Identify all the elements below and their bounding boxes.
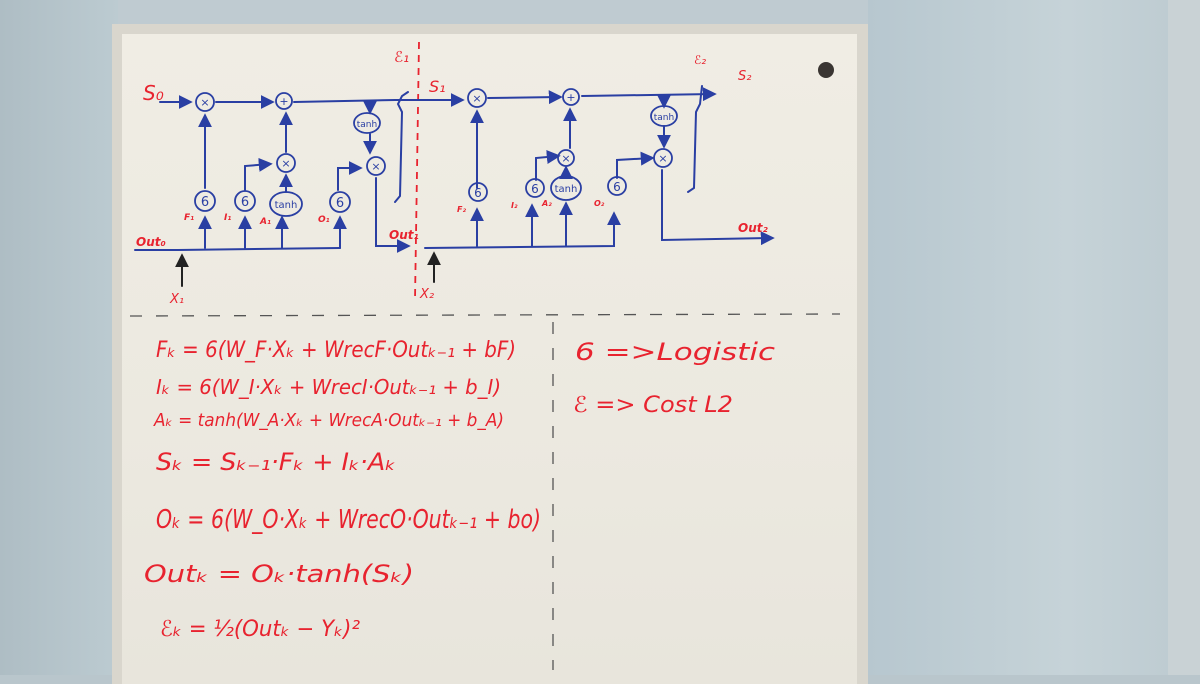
error-label-2: ℰ₂: [694, 53, 706, 67]
forget-multiply-symbol: ×: [200, 96, 209, 109]
candidate-tanh-label-2: tanh: [555, 184, 578, 195]
state-in-label: S₀: [143, 81, 164, 105]
legend: 6 =>Logistic ℰ => Cost L2: [573, 338, 775, 418]
state-out-label: S₁: [429, 77, 446, 96]
equation-forget: Fₖ = 6(W_F·Xₖ + WrecF·Outₖ₋₁ + bF): [156, 338, 516, 363]
equation-input: Iₖ = 6(W_I·Xₖ + WrecI·Outₖ₋₁ + b_I): [156, 375, 501, 399]
output-multiply-symbol-2: ×: [658, 152, 667, 165]
state-add-symbol: +: [279, 95, 288, 108]
lstm-cell-2: × + × tanh × 6 6 tanh 6 S₂ Out₂ X₂ ℰ₂ F₂…: [419, 53, 775, 302]
wall-right: [868, 0, 1200, 675]
legend-cost: ℰ => Cost L2: [573, 393, 733, 418]
output-gate-label: O₁: [318, 215, 330, 225]
output-sigma-label: 6: [336, 196, 344, 211]
output-in-label: Out₀: [136, 235, 166, 249]
forget-sigma-node-2: [468, 182, 488, 202]
input-sigma-label-2: 6: [531, 182, 539, 196]
equation-output-gate: Oₖ = 6(W_O·Xₖ + WrecO·Outₖ₋₁ + bo): [156, 505, 541, 535]
output-multiply-symbol: ×: [371, 160, 380, 173]
input-gate-label-2: I₂: [511, 201, 518, 210]
candidate-label: A₁: [259, 217, 271, 227]
equations: Fₖ = 6(W_F·Xₖ + WrecF·Outₖ₋₁ + bF) Iₖ = …: [144, 338, 541, 642]
equation-output: Outₖ = Oₖ·tanh(Sₖ): [144, 560, 414, 588]
input-label: X₁: [169, 292, 184, 307]
output-gate-label-2: O₂: [594, 199, 605, 208]
input-gate-label: I₁: [224, 213, 231, 223]
error-label: ℰ₁: [394, 48, 409, 66]
equation-candidate: Aₖ = tanh(W_A·Xₖ + WrecA·Outₖ₋₁ + b_A): [153, 410, 504, 431]
output-sigma-node: [329, 191, 351, 213]
output-sigma-label-2: 6: [613, 180, 621, 194]
forget-multiply-node-2: [467, 88, 487, 108]
output-out-label: Out₁: [389, 228, 419, 242]
state-add-node-2: [562, 88, 580, 106]
output-multiply-node: [366, 156, 386, 176]
horizontal-divider: [129, 313, 841, 317]
equation-state: Sₖ = Sₖ₋₁·Fₖ + Iₖ·Aₖ: [156, 448, 396, 476]
lstm-cell-1: × + × tanh × 6 6 tanh 6 S₀ S₁ Out₀ Out₁ …: [134, 48, 465, 307]
state-tanh-label-2: tanh: [654, 113, 674, 123]
output-multiply-node-2: [653, 148, 673, 168]
input-label-2: X₂: [419, 287, 434, 302]
state-add-symbol-2: +: [566, 91, 575, 104]
output-out-label-2: Out₂: [738, 221, 768, 235]
whiteboard: [122, 34, 857, 684]
state-tanh-node: [353, 112, 381, 134]
forget-sigma-node: [194, 190, 216, 212]
input-multiply-symbol-2: ×: [561, 152, 570, 165]
forget-multiply-symbol-2: ×: [472, 92, 481, 105]
candidate-label-2: A₂: [541, 199, 552, 208]
legend-logistic: 6 =>Logistic: [575, 338, 775, 366]
input-sigma-label: 6: [241, 195, 249, 210]
output-sigma-node-2: [607, 176, 627, 196]
magnet: [818, 62, 834, 78]
equation-error: ℰₖ = ½(Outₖ − Yₖ)²: [160, 617, 360, 642]
state-add-node: [275, 92, 293, 110]
timestep-divider: [414, 41, 420, 301]
forget-sigma-label-2: 6: [474, 186, 482, 200]
wall-edge: [1168, 0, 1200, 675]
input-multiply-node: [276, 153, 296, 173]
candidate-tanh-label: tanh: [275, 200, 298, 211]
input-multiply-node-2: [557, 149, 575, 167]
forget-multiply-node: [195, 92, 215, 112]
forget-gate-label: F₁: [184, 213, 194, 223]
input-multiply-symbol: ×: [281, 157, 290, 170]
forget-gate-label-2: F₂: [457, 205, 466, 214]
state-out-label-2: S₂: [738, 69, 751, 84]
state-tanh-label: tanh: [357, 120, 377, 130]
input-sigma-node: [234, 190, 256, 212]
state-tanh-node-2: [650, 105, 678, 127]
wall-left: [0, 0, 118, 675]
input-sigma-node-2: [525, 178, 545, 198]
forget-sigma-label: 6: [201, 195, 209, 210]
candidate-tanh-node: [269, 191, 303, 217]
candidate-tanh-node-2: [550, 175, 582, 201]
